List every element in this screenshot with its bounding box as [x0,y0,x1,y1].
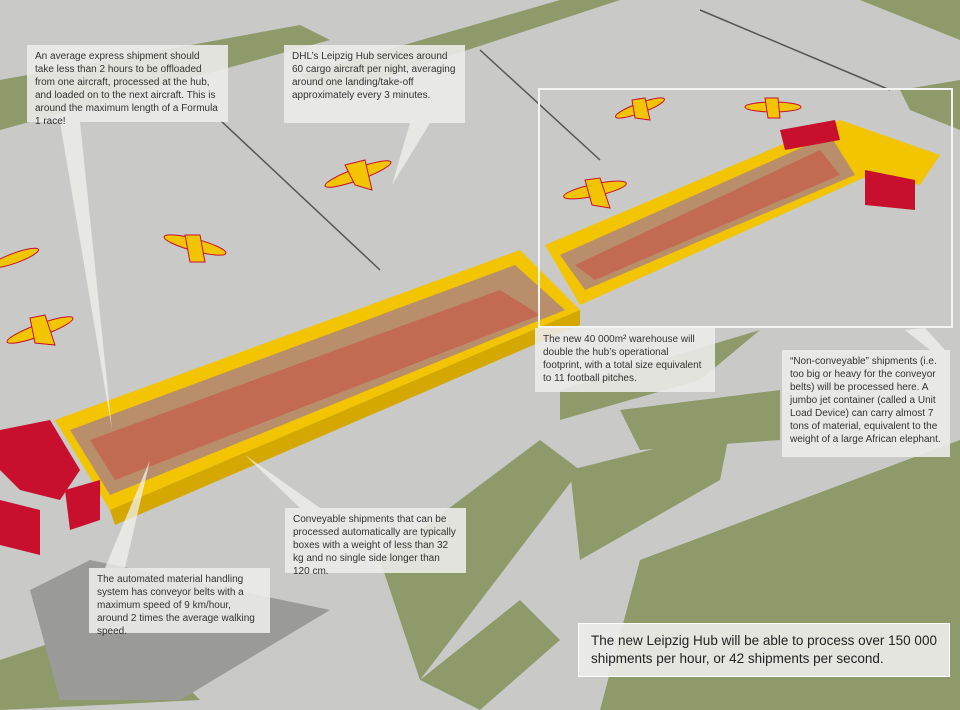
summary-box: The new Leipzig Hub will be able to proc… [578,623,950,677]
office-building [0,420,100,555]
callout-conveyor-speed: The automated material handling system h… [89,568,270,637]
aircraft [0,97,802,346]
runway-lights [219,9,891,271]
callout-pointers [60,122,945,568]
callout-non-conveyable: “Non-conveyable” shipments (i.e. too big… [782,350,950,457]
main-hub-building [55,250,580,525]
new-warehouse-highlight-frame [538,88,953,328]
callout-offload-time: An average express shipment should take … [27,45,228,127]
callout-aircraft-per-night: DHL’s Leipzig Hub services around 60 car… [284,45,465,123]
callout-conveyable: Conveyable shipments that can be process… [285,508,466,577]
callout-new-warehouse: The new 40 000m² warehouse will double t… [535,328,715,392]
new-warehouse-building [545,120,940,305]
